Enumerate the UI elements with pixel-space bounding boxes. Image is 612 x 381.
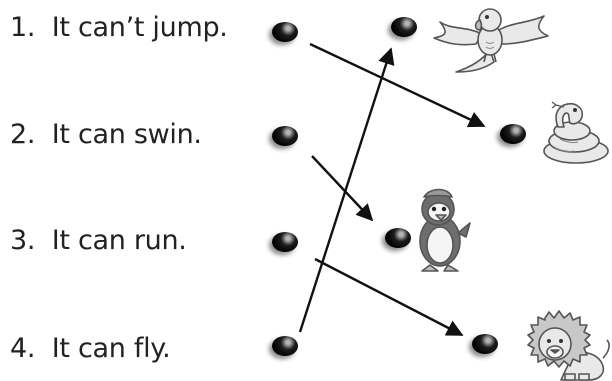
statement-dot-1[interactable] bbox=[272, 22, 298, 42]
parrot-icon bbox=[430, 0, 550, 78]
animal-dot-snake[interactable] bbox=[500, 124, 526, 144]
match-line-2-penguin bbox=[312, 156, 372, 220]
statement-dot-3[interactable] bbox=[272, 232, 298, 252]
statement-dot-2[interactable] bbox=[272, 126, 298, 146]
snake-icon bbox=[530, 95, 612, 167]
match-line-4-parrot bbox=[300, 49, 391, 332]
animal-dot-parrot[interactable] bbox=[391, 17, 417, 37]
lion-icon bbox=[515, 310, 612, 381]
penguin-icon bbox=[408, 185, 478, 275]
statement-dot-4[interactable] bbox=[272, 336, 298, 356]
animal-dot-lion[interactable] bbox=[472, 334, 498, 354]
